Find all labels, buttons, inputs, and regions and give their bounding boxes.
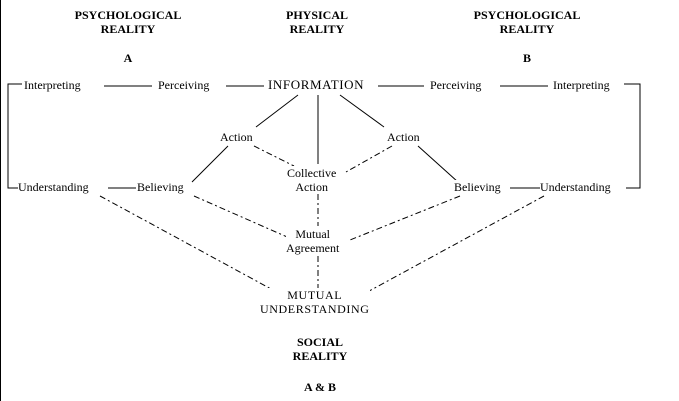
heading-physical-line2: REALITY <box>289 22 345 36</box>
node-mutual-understanding-line1: MUTUAL <box>287 288 343 302</box>
heading-psych-b-line1: PSYCHOLOGICAL <box>473 8 581 22</box>
node-understanding-b: Understanding <box>540 180 611 194</box>
heading-social-line1: SOCIAL <box>296 335 343 349</box>
connector-information-action-b <box>339 94 385 128</box>
node-interpreting-a: Interpreting <box>24 78 81 92</box>
node-mutual-understanding: MUTUAL UNDERSTANDING <box>260 288 370 316</box>
bracket-left <box>7 83 22 189</box>
node-understanding-a: Understanding <box>18 180 89 194</box>
heading-social: SOCIAL REALITY <box>293 335 348 363</box>
connector-believing-agreement-b <box>349 195 461 241</box>
node-perceiving-a: Perceiving <box>158 78 210 92</box>
bracket-right <box>624 83 641 189</box>
node-mutual-agreement: Mutual Agreement <box>286 227 340 255</box>
connector-believing-agreement-a <box>193 195 295 241</box>
heading-physical: PHYSICAL REALITY <box>286 8 348 36</box>
heading-psych-a: PSYCHOLOGICAL REALITY <box>75 8 182 36</box>
node-action-b: Action <box>387 130 420 144</box>
heading-social-line2: REALITY <box>292 349 348 363</box>
heading-psych-b-letter: B <box>522 51 532 65</box>
connector-action-believing-b <box>417 145 459 183</box>
node-believing-b: Believing <box>454 180 501 194</box>
node-collective-action-line2: Action <box>295 180 328 194</box>
node-collective-action: Collective Action <box>287 166 337 194</box>
node-believing-a: Believing <box>137 180 184 194</box>
node-action-a: Action <box>220 130 253 144</box>
node-interpreting-b: Interpreting <box>553 78 610 92</box>
connector-information-action-a <box>255 94 299 128</box>
heading-psych-b-line2: REALITY <box>499 22 555 36</box>
connector-understanding-mutual-b <box>359 195 545 297</box>
node-perceiving-b: Perceiving <box>430 78 482 92</box>
node-collective-action-line1: Collective <box>287 166 337 180</box>
connector-action-collective-b <box>345 145 393 173</box>
connector-action-believing-a <box>191 145 229 183</box>
heading-physical-line1: PHYSICAL <box>285 8 349 22</box>
heading-psych-b: PSYCHOLOGICAL REALITY <box>474 8 581 36</box>
connector-action-collective-a <box>253 145 295 167</box>
heading-psych-a-letter: A <box>123 51 133 65</box>
connector-understanding-mutual-a <box>99 195 285 297</box>
heading-social-letter: A & B <box>303 380 337 394</box>
node-mutual-agreement-line2: Agreement <box>286 241 340 255</box>
heading-psych-a-line2: REALITY <box>100 22 156 36</box>
heading-psych-a-line1: PSYCHOLOGICAL <box>74 8 182 22</box>
node-information: INFORMATION <box>268 77 365 92</box>
node-mutual-agreement-line1: Mutual <box>295 227 330 241</box>
node-mutual-understanding-line2: UNDERSTANDING <box>260 302 370 316</box>
